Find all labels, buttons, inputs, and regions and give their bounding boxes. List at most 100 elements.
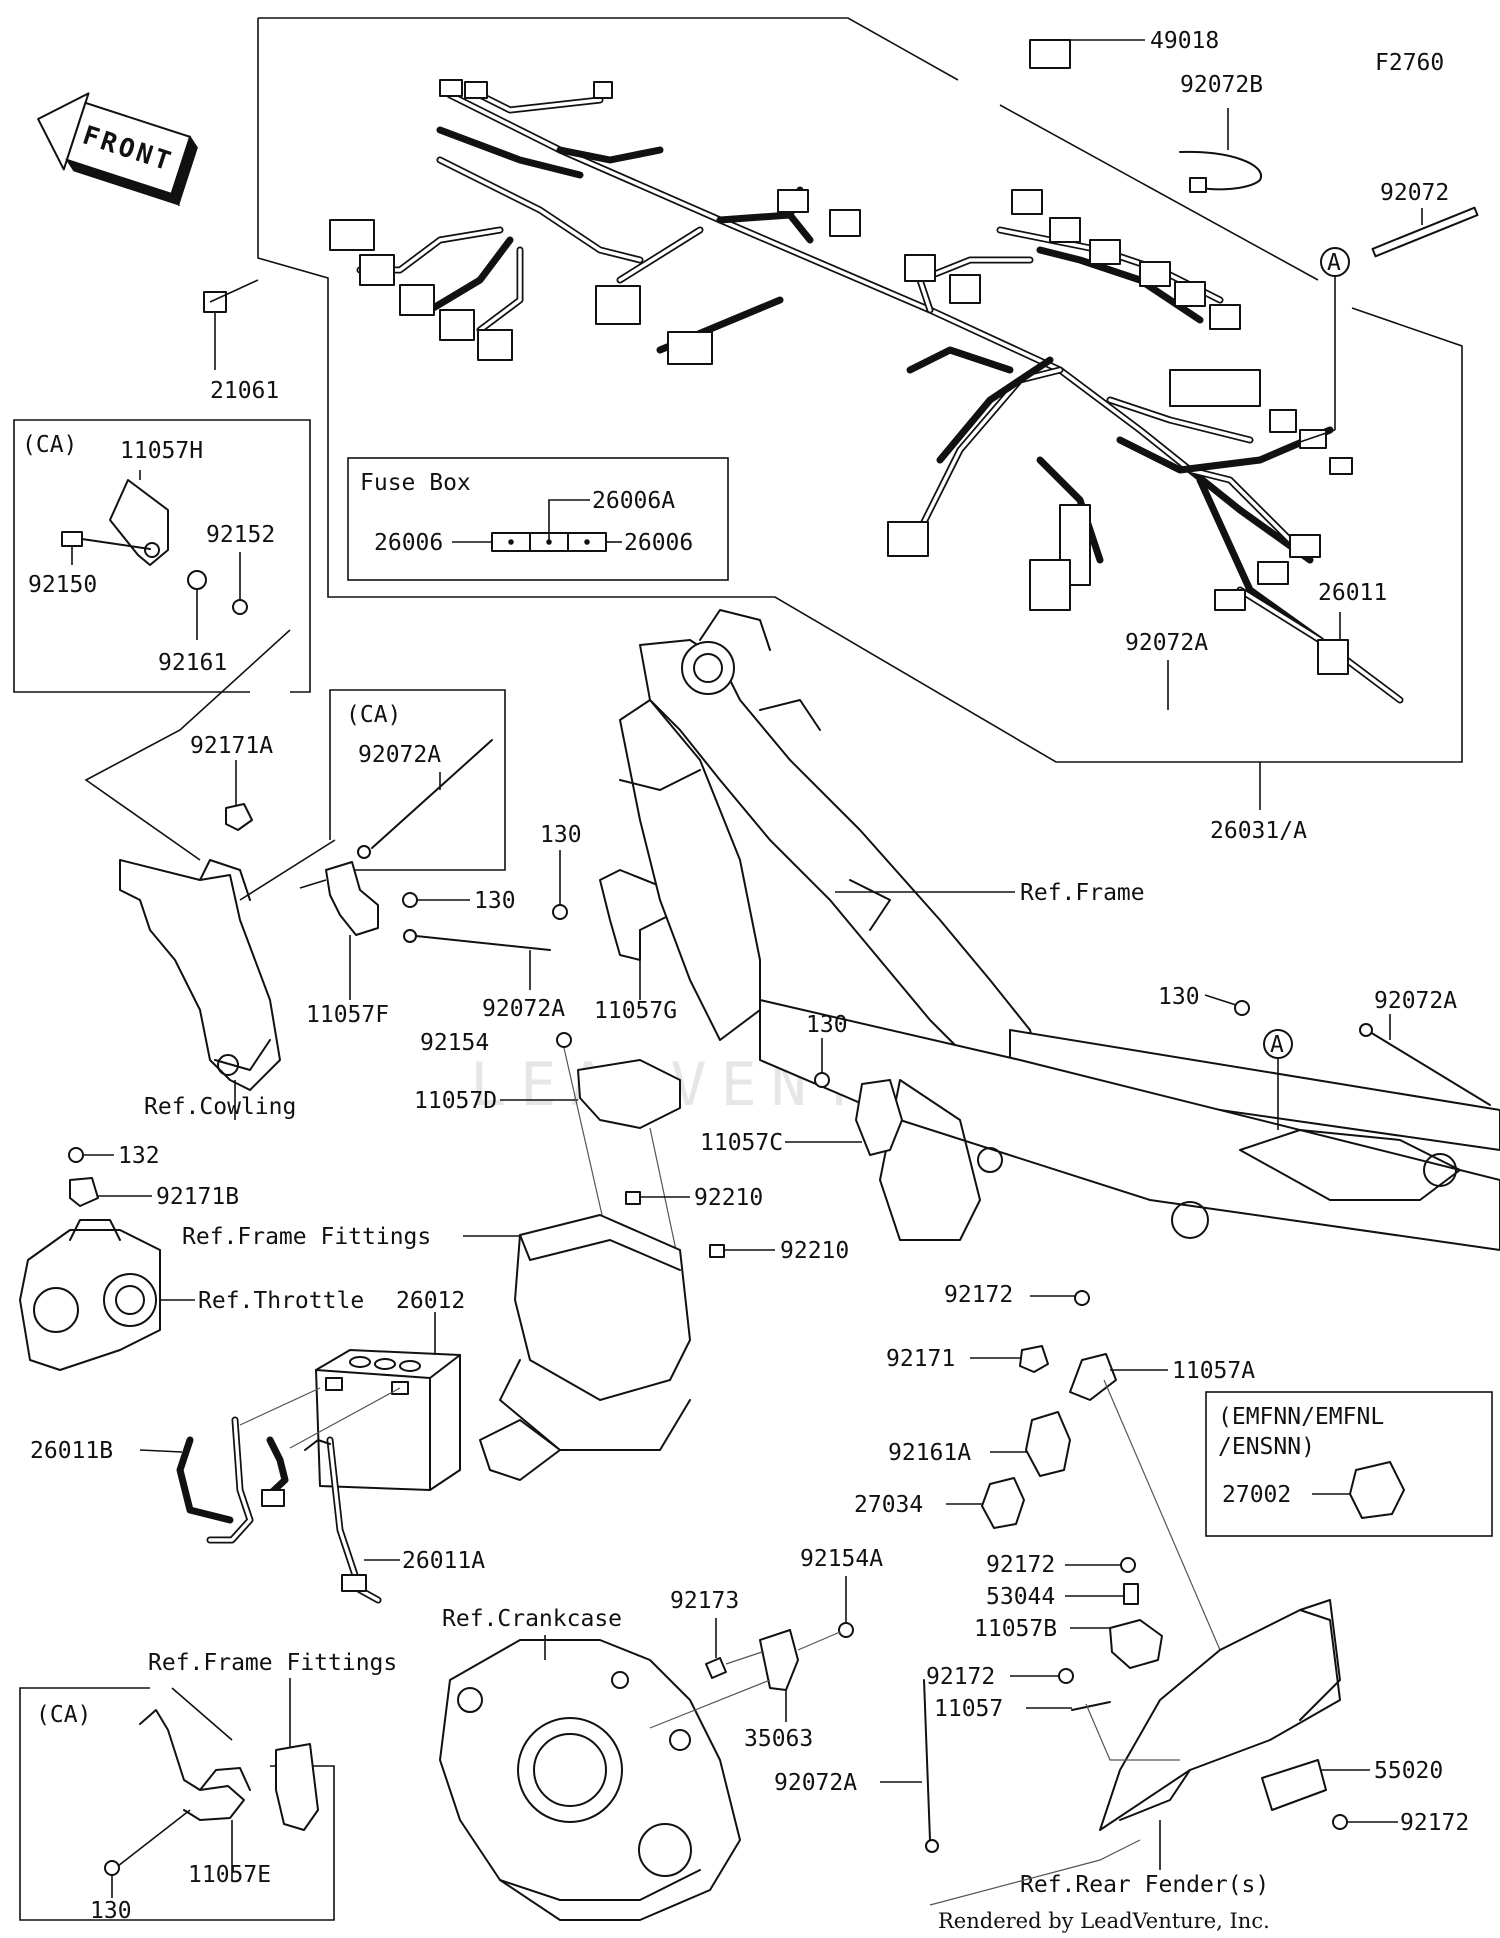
bracket-11057D-icon bbox=[577, 1059, 681, 1129]
label-92173: 92173 bbox=[670, 1588, 739, 1614]
label-92072A-bottom: 92072A bbox=[774, 1770, 857, 1796]
frame-lower-rail bbox=[759, 999, 1500, 1251]
cable-tie-92072A-right-icon bbox=[1369, 1031, 1491, 1106]
label-35063: 35063 bbox=[744, 1726, 813, 1752]
label-49018: 49018 bbox=[1150, 28, 1219, 54]
cowling-bracket-assembly: 92171A Ref.Cowling bbox=[119, 733, 296, 1120]
nut-92210-b-icon bbox=[709, 1244, 725, 1258]
ref-crankcase: Ref.Crankcase bbox=[442, 1606, 622, 1632]
label-92072B: 92072B bbox=[1180, 72, 1263, 98]
label-26011B: 26011B bbox=[30, 1438, 113, 1464]
bolt-130-a-icon bbox=[402, 892, 418, 908]
throttle-body-icon bbox=[19, 1229, 161, 1371]
ref-frame-fittings: Ref.Frame Fittings bbox=[182, 1224, 431, 1250]
ref-rear-fender: Ref.Rear Fender(s) bbox=[1020, 1872, 1269, 1898]
variant-frame bbox=[1205, 1391, 1493, 1537]
label-11057A: 11057A bbox=[1172, 1358, 1255, 1384]
cable-tie-92072A-mid-icon bbox=[415, 935, 551, 951]
rear-fender-icon bbox=[1099, 1609, 1341, 1831]
ca-top-inset: (CA) 11057H 92152 92150 92161 bbox=[13, 419, 311, 861]
label-11057B: 11057B bbox=[974, 1616, 1057, 1642]
label-27002: 27002 bbox=[1222, 1482, 1291, 1508]
relay-27034-icon bbox=[981, 1477, 1025, 1529]
bracket-11057A-icon bbox=[1069, 1353, 1117, 1401]
screw-92172-d-icon bbox=[1332, 1814, 1348, 1830]
label-26006-left: 26006 bbox=[374, 530, 443, 556]
fuse-box-frame bbox=[347, 457, 729, 581]
label-26012: 26012 bbox=[396, 1288, 465, 1314]
label-130-e: 130 bbox=[90, 1898, 132, 1924]
crankcase-group: Ref.Crankcase 92173 35063 92154A bbox=[439, 1546, 883, 1921]
bolt-92154A-icon bbox=[838, 1622, 854, 1638]
bracket-11057D-group: 92154 11057D bbox=[414, 1030, 681, 1251]
label-130-a: 130 bbox=[474, 888, 516, 914]
label-92210-b: 92210 bbox=[780, 1238, 849, 1264]
ca-mid-label: (CA) bbox=[346, 702, 401, 728]
steering-head bbox=[681, 641, 735, 695]
label-130-b: 130 bbox=[540, 822, 582, 848]
screw-92172-b-icon bbox=[1120, 1557, 1136, 1573]
label-92172-d: 92172 bbox=[1400, 1810, 1469, 1836]
plate-55020-icon bbox=[1261, 1759, 1327, 1811]
figure-code: F2760 bbox=[1375, 50, 1444, 76]
collar-53044-icon bbox=[1123, 1583, 1139, 1605]
credit-line: Rendered by LeadVenture, Inc. bbox=[938, 1909, 1270, 1933]
label-92172-a: 92172 bbox=[944, 1282, 1013, 1308]
ref-frame: Ref.Frame bbox=[1020, 880, 1145, 906]
harness-connectors bbox=[203, 39, 1353, 675]
label-92171B: 92171B bbox=[156, 1184, 239, 1210]
nut-92210-a-icon bbox=[625, 1191, 641, 1205]
bracket-11057-icon bbox=[1071, 1701, 1111, 1711]
ecu-connector-icon bbox=[1169, 369, 1261, 407]
label-92072A-harness: 92072A bbox=[1125, 630, 1208, 656]
ca-top-frame bbox=[13, 419, 311, 693]
label-11057E: 11057E bbox=[188, 1862, 271, 1888]
crankcase-icon bbox=[439, 1639, 741, 1921]
collar-92161-icon bbox=[187, 570, 207, 590]
battery-group: 26011B 26011A bbox=[30, 1312, 485, 1604]
label-55020: 55020 bbox=[1374, 1758, 1443, 1784]
label-92152: 92152 bbox=[206, 522, 275, 548]
callout-a-label: A bbox=[1327, 250, 1341, 276]
label-21061: 21061 bbox=[210, 378, 279, 404]
callout-a-frame-label: A bbox=[1270, 1032, 1284, 1058]
clamp-92171-icon bbox=[1019, 1345, 1049, 1373]
clamp-92171B-icon bbox=[69, 1177, 99, 1207]
label-92154: 92154 bbox=[420, 1030, 489, 1056]
label-92172-c: 92172 bbox=[926, 1664, 995, 1690]
screw-92172-a-icon bbox=[1074, 1290, 1090, 1306]
ref-throttle: Ref.Throttle bbox=[198, 1288, 364, 1314]
fuse-box-inset: Fuse Box 26006A 26006 26006 bbox=[347, 457, 729, 581]
label-92171: 92171 bbox=[886, 1346, 955, 1372]
battery-case-icon bbox=[514, 1214, 691, 1401]
variant-inset: (EMFNN/EMFNL /ENSNN) 27002 bbox=[1205, 1391, 1493, 1537]
variant-line-1: (EMFNN/EMFNL bbox=[1218, 1404, 1384, 1430]
label-11057H: 11057H bbox=[120, 438, 203, 464]
bracket-11057B-icon bbox=[1109, 1619, 1163, 1669]
label-11057: 11057 bbox=[934, 1696, 1003, 1722]
connector-21061-icon bbox=[203, 291, 227, 313]
holder-92161A-icon bbox=[1025, 1411, 1071, 1477]
cowling-bracket-icon bbox=[119, 859, 281, 1091]
label-92172-b: 92172 bbox=[986, 1552, 1055, 1578]
label-92072A-right: 92072A bbox=[1374, 988, 1457, 1014]
label-92210-a: 92210 bbox=[694, 1185, 763, 1211]
label-11057F: 11057F bbox=[306, 1002, 389, 1028]
label-92072A-ca: 92072A bbox=[358, 742, 441, 768]
label-92161: 92161 bbox=[158, 650, 227, 676]
label-92171A: 92171A bbox=[190, 733, 273, 759]
label-130-d: 130 bbox=[806, 1012, 848, 1038]
clamp-92171A-icon bbox=[225, 803, 253, 831]
label-130-c: 130 bbox=[1158, 984, 1200, 1010]
bracket-11057C-group: 130 11057C bbox=[700, 1012, 903, 1156]
bolt-92154-icon bbox=[556, 1032, 572, 1048]
ca-mid-inset: (CA) 92072A bbox=[239, 689, 506, 901]
ref-cowling: Ref.Cowling bbox=[144, 1094, 296, 1120]
label-26006A: 26006A bbox=[592, 488, 675, 514]
washer-92152-icon bbox=[232, 599, 248, 615]
variant-line-2: /ENSNN) bbox=[1218, 1434, 1315, 1460]
frame-fitting-plate-icon bbox=[275, 1743, 319, 1831]
bolt-92150-icon bbox=[61, 531, 83, 547]
label-26031A: 26031/A bbox=[1210, 818, 1307, 844]
connector-49018-icon bbox=[1029, 39, 1071, 69]
